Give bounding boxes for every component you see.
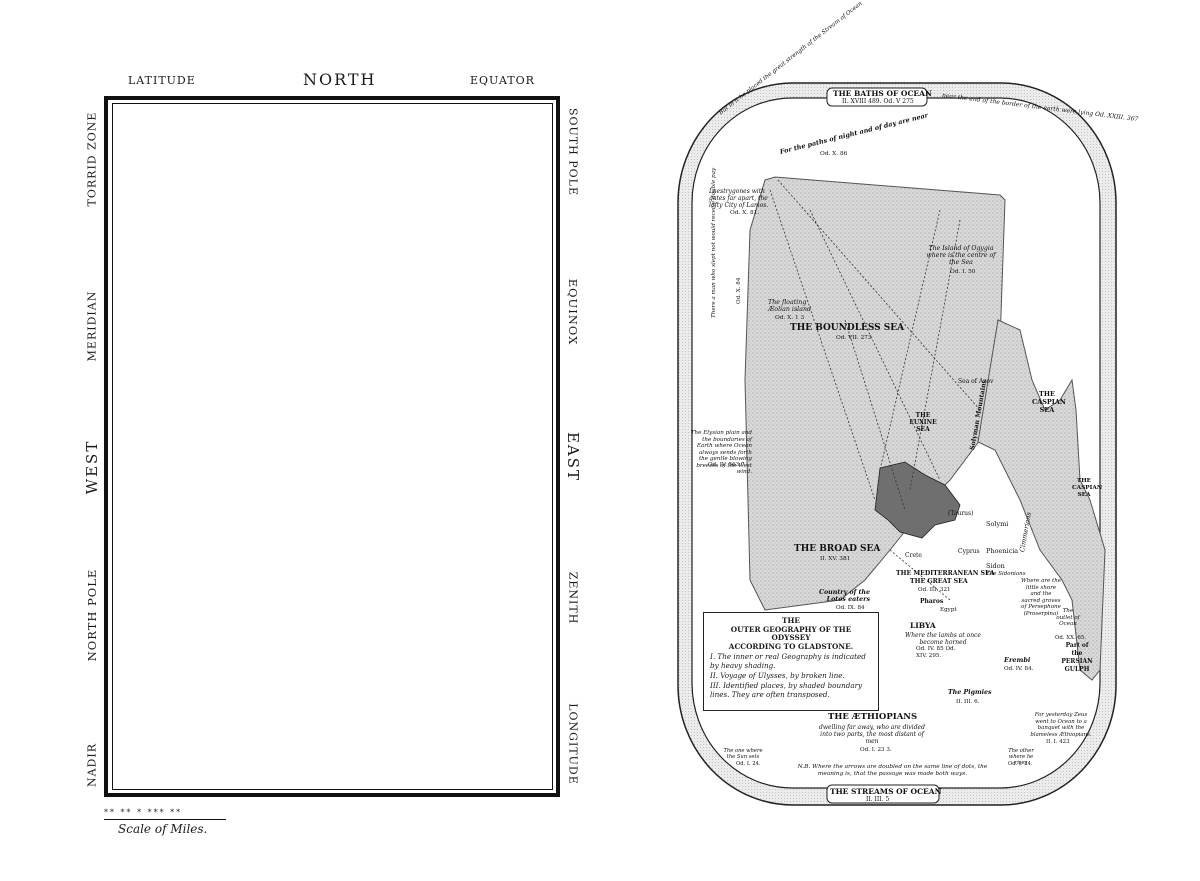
label-sea-azov: Sea of Azov [958, 378, 994, 385]
label-great-ref: Od. III. 321 [918, 587, 951, 593]
label-egypt: Egypt [940, 607, 957, 613]
label-ogygia-ref: Od. I. 50 [950, 269, 976, 275]
legend-title-3: ACCORDING TO GLADSTONE. [728, 641, 854, 651]
label-latitude: LATITUDE [128, 74, 196, 87]
label-persephone: Where are the little shore and the sacre… [1021, 578, 1062, 617]
label-baths-of-ocean: THE BATHS OF OCEAN [833, 89, 932, 98]
label-broad-ref: II. XV. 381 [820, 556, 851, 562]
label-sidon: Sidon [986, 562, 1005, 570]
label-zenith: ZENITH [566, 571, 580, 625]
label-aethiopians: THE ÆTHIOPIANS [828, 712, 918, 722]
label-laestrygones: Laestrygones with gates far apart, the l… [709, 188, 769, 209]
label-elysian-ref: Od. IV. 563.7 [708, 462, 745, 468]
label-boundless-ref: Od. VII. 273 [836, 335, 872, 341]
label-aethiopians-ref: Od. I. 23 3. [860, 747, 892, 753]
legend-item-2: II. Voyage of Ulysses, by broken line. [710, 671, 845, 680]
streams-cartouche [826, 784, 940, 804]
label-libya-sub: Where the lambs at once become horned [905, 632, 981, 646]
label-mediterranean: THE MEDITERRANEAN SEA [896, 570, 995, 577]
label-feast: For yesterday Zeus went to Ocean to a ba… [1030, 712, 1092, 738]
label-libya-ref: Od. IV. 85 Od. XIV. 295. [916, 646, 956, 659]
legend-item-1: I. The inner or real Geography is indica… [710, 652, 866, 670]
label-sun-sets-ref: Od. I. 24. [736, 761, 761, 767]
label-aethiopians-sub: dwelling far away, who are divided into … [819, 724, 925, 745]
label-lotos: Country of the Lotos eaters [818, 589, 870, 603]
label-caspian-a: THE CASPIAN SEA [1032, 390, 1066, 414]
label-libya: LIBYA [910, 621, 936, 630]
label-equator: EQUATOR [470, 74, 535, 87]
label-sleepless-ref: Od. X. 84 [736, 277, 742, 304]
label-east: EAST [564, 431, 582, 483]
label-sun-rises: The other where he rises [1008, 748, 1034, 766]
label-persian: Part of the PERSIAN GULPH [1061, 642, 1093, 673]
label-euxine: THE EUXINE SEA [909, 412, 937, 433]
label-outlet: The outlet of Ocean [1056, 608, 1080, 627]
label-sidonians: The Sidonians [986, 571, 1026, 577]
label-streams-ref: II. III. 5 [866, 796, 890, 803]
label-west: WEST [83, 439, 101, 495]
label-phoenicia: Phoenicia [986, 547, 1019, 555]
legend-item-3: III. Identified places, by shaded bounda… [710, 681, 863, 699]
label-longitude: LONGITUDE [566, 703, 580, 785]
label-erembi: Erembi [1004, 656, 1031, 664]
chart-frame-outer [104, 96, 560, 797]
legend-title-1: THE [782, 616, 800, 625]
label-north: NORTH [303, 70, 377, 89]
label-nadir: NADIR [85, 742, 99, 788]
label-paths-ref: Od. X. 86 [820, 151, 848, 157]
chart-frame-inner [112, 103, 553, 790]
label-aeolian: The floating Æolian island [768, 299, 812, 313]
label-lotos-ref: Od. IX. 84 [836, 605, 865, 611]
label-outlet-ref: Od. XX. 65. [1055, 635, 1086, 641]
label-solymi: Solymi [986, 520, 1009, 528]
label-caspian-b: THE CASPIAN SEA [1072, 478, 1103, 498]
label-pharos: Pharos [920, 598, 944, 605]
label-streams-of-ocean: THE STREAMS OF OCEAN [830, 787, 942, 796]
scale-bar [104, 819, 226, 820]
voyage-lines [769, 179, 981, 601]
label-aeolian-ref: Od. X. 1 3 [775, 315, 805, 321]
label-equinox: EQUINOX [566, 278, 580, 346]
scale-marks: ** ** * *** ** [104, 808, 183, 817]
label-sun-rises-ref: Od. I. 24. [1008, 761, 1033, 767]
label-torrid-zone: TORRID ZONE [85, 111, 99, 207]
label-sun-sets: The one where the Sun sets [723, 748, 763, 760]
legend-title-2: OUTER GEOGRAPHY OF THE ODYSSEY [730, 624, 852, 642]
scale-label: Scale of Miles. [118, 822, 208, 836]
label-sleepless: There a man who slept not would receive … [711, 167, 717, 318]
label-pigmies-ref: II. III. 6. [956, 699, 980, 705]
label-pigmies: The Pigmies [948, 689, 992, 696]
baths-cartouche [826, 87, 928, 107]
map-legend: THE OUTER GEOGRAPHY OF THE ODYSSEY ACCOR… [703, 612, 879, 711]
label-erembi-ref: Od. IV. 84. [1004, 666, 1034, 672]
label-meridian: MERIDIAN [85, 290, 99, 362]
label-taurus: (Taurus) [948, 510, 974, 517]
label-boundless-sea: THE BOUNDLESS SEA [790, 323, 905, 333]
label-nb-note: N.B. Where the arrows are doubled on the… [797, 764, 988, 777]
label-broad-sea: THE BROAD SEA [794, 544, 881, 554]
label-baths-ref: II. XVIII 489. Od. V 275 [842, 98, 914, 105]
label-laestrygones-ref: Od. X. 81. [730, 210, 760, 216]
label-feast-ref: II. I. 423 [1046, 739, 1070, 745]
label-north-pole: NORTH POLE [85, 568, 99, 662]
label-cyprus: Cyprus [958, 548, 980, 555]
label-south-pole: SOUTH POLE [566, 107, 580, 197]
eastern-sea-area [977, 319, 1106, 681]
label-ogygia: The Island of Ogygia where is the centre… [926, 245, 996, 266]
label-crete: Crete [905, 552, 922, 559]
label-elysian: The Elysian plain and the boundaries of … [690, 430, 752, 475]
label-great-sea: THE GREAT SEA [910, 578, 968, 585]
